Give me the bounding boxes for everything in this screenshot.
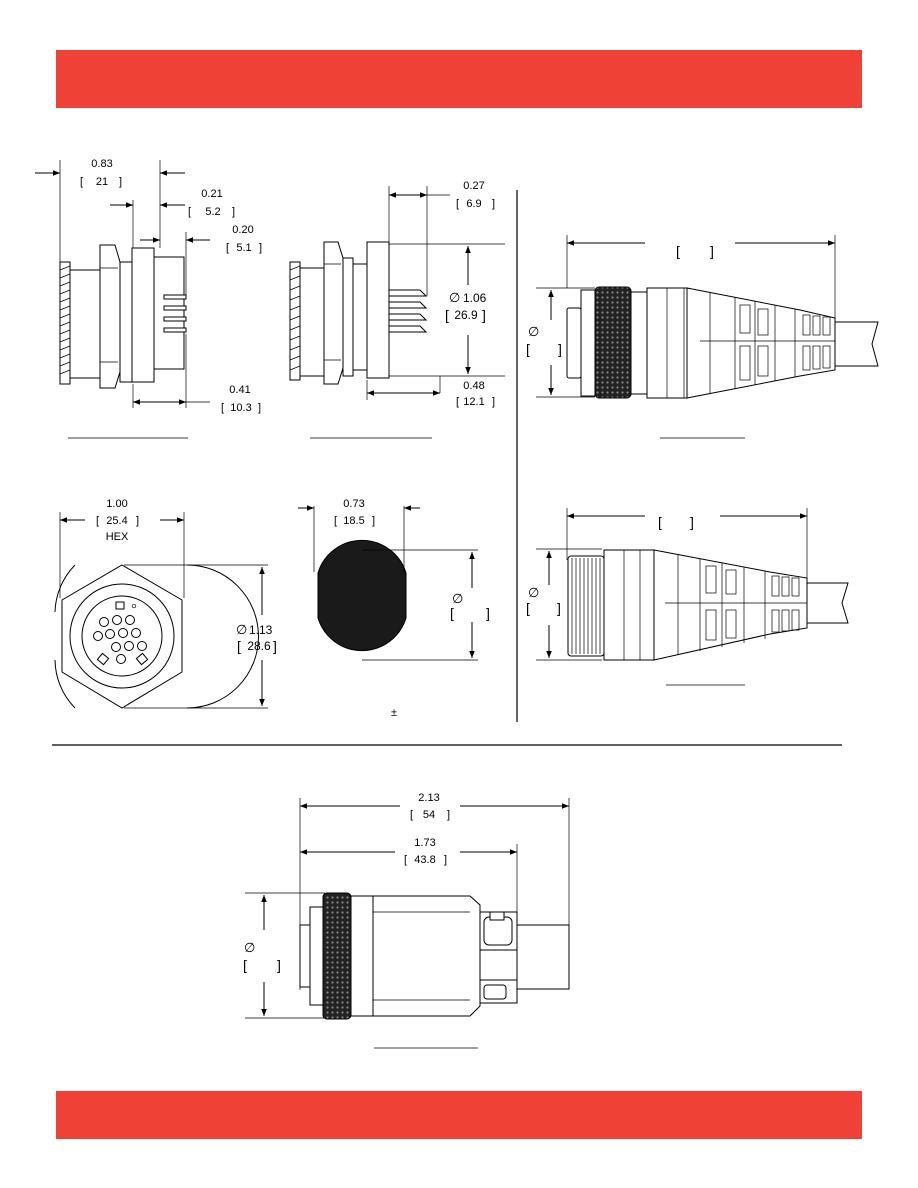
dim-i-in: 1.13 (249, 623, 273, 637)
svg-text:]: ] (259, 242, 262, 254)
svg-text:]: ] (492, 198, 495, 210)
svg-text:]: ] (136, 515, 139, 527)
svg-text:[: [ (404, 854, 407, 866)
dim-k-in: 2.13 (418, 792, 439, 804)
svg-text:[: [ (243, 957, 247, 973)
receptacle-rear-mount-view: 0.27 [ 6.9 ] ∅ 1.06 [ 26.9 ] 0.48 [ 12.1… (289, 180, 505, 439)
svg-text:[: [ (526, 341, 530, 357)
dim-a-in: 0.83 (91, 158, 112, 170)
dim-j-mm: 18.5 (343, 515, 364, 527)
svg-text:]: ] (372, 515, 375, 527)
svg-text:[: [ (410, 809, 413, 821)
dim-g-in: 0.48 (463, 380, 484, 392)
svg-text:[: [ (188, 206, 191, 218)
svg-text:[: [ (445, 307, 449, 323)
svg-text:[: [ (96, 515, 99, 527)
cutout-shape (317, 540, 407, 651)
plug-knurled-view: [ ] ∅ [ ] (526, 235, 879, 439)
dim-f-in: 1.06 (463, 291, 487, 305)
svg-text:[: [ (456, 396, 459, 408)
svg-text:]: ] (482, 307, 486, 323)
dim-j-in: 0.73 (343, 498, 364, 510)
dim-h-in: 1.00 (106, 498, 127, 510)
receptacle-side-view: 0.83 [ 21 ] 0.21 [ 5.2 ] 0.20 [ 5.1 ] 0.… (35, 158, 262, 439)
dim-h-note: HEX (106, 531, 129, 543)
receptacle-front-view: 1.00 [ 25.4 ] HEX ∅ 1.13 [ 28.6 ] (54, 498, 277, 709)
dim-c-in: 0.20 (232, 224, 253, 236)
svg-text:[: [ (334, 515, 337, 527)
knurled-nut (594, 286, 632, 399)
svg-text:∅: ∅ (449, 290, 460, 305)
plug-assembly-view: 2.13 [ 54 ] 1.73 [ 43.8 ] ∅ [ ] (243, 792, 570, 1049)
svg-text:]: ] (690, 514, 694, 530)
dim-d-in: 0.41 (229, 384, 250, 396)
dim-b-in: 0.21 (201, 188, 222, 200)
svg-text:]: ] (258, 402, 261, 414)
dim-c-mm: 5.1 (236, 242, 251, 254)
svg-text:∅: ∅ (528, 585, 539, 600)
svg-text:∅: ∅ (528, 324, 539, 339)
svg-text:]: ] (119, 176, 122, 188)
svg-text:]: ] (486, 605, 490, 621)
svg-text:[: [ (237, 638, 241, 654)
plug-threaded-view: [ ] ∅ [ ] (526, 508, 849, 686)
svg-text:]: ] (492, 396, 495, 408)
dim-f-mm: 26.9 (454, 308, 478, 322)
dim-i-mm: 28.6 (247, 639, 271, 653)
dim-k-mm: 54 (423, 809, 435, 821)
dim-l-mm: 43.8 (414, 854, 435, 866)
svg-text:[: [ (450, 605, 454, 621)
svg-text:[: [ (80, 176, 83, 188)
svg-text:∅: ∅ (452, 591, 463, 606)
header-band (56, 50, 862, 108)
svg-text:[: [ (526, 600, 530, 616)
svg-text:]: ] (277, 957, 281, 973)
svg-text:[: [ (658, 514, 662, 530)
svg-text:]: ] (444, 854, 447, 866)
dim-e-in: 0.27 (463, 180, 484, 192)
svg-text:]: ] (558, 341, 562, 357)
svg-text:]: ] (710, 243, 714, 259)
footer-band (56, 1091, 862, 1139)
svg-text:]: ] (232, 206, 235, 218)
svg-text:]: ] (447, 809, 450, 821)
svg-text:±: ± (391, 707, 397, 719)
svg-text:[: [ (221, 402, 224, 414)
dim-l-in: 1.73 (414, 837, 435, 849)
svg-text:[: [ (226, 242, 229, 254)
svg-text:]: ] (557, 600, 561, 616)
dim-g-mm: 12.1 (463, 396, 484, 408)
svg-text:[: [ (676, 243, 680, 259)
svg-text:]: ] (273, 638, 277, 654)
svg-text:∅: ∅ (244, 940, 255, 955)
svg-text:∅: ∅ (236, 622, 247, 637)
panel-cutout-view: 0.73 [ 18.5 ] ∅ [ ] ± (298, 498, 490, 719)
dim-h-mm: 25.4 (106, 515, 127, 527)
dim-b-mm: 5.2 (205, 206, 220, 218)
svg-text:[: [ (456, 198, 459, 210)
dim-d-mm: 10.3 (230, 402, 251, 414)
knurled-nut (322, 892, 352, 1020)
dim-e-mm: 6.9 (466, 198, 481, 210)
dim-a-mm: 21 (96, 176, 108, 188)
